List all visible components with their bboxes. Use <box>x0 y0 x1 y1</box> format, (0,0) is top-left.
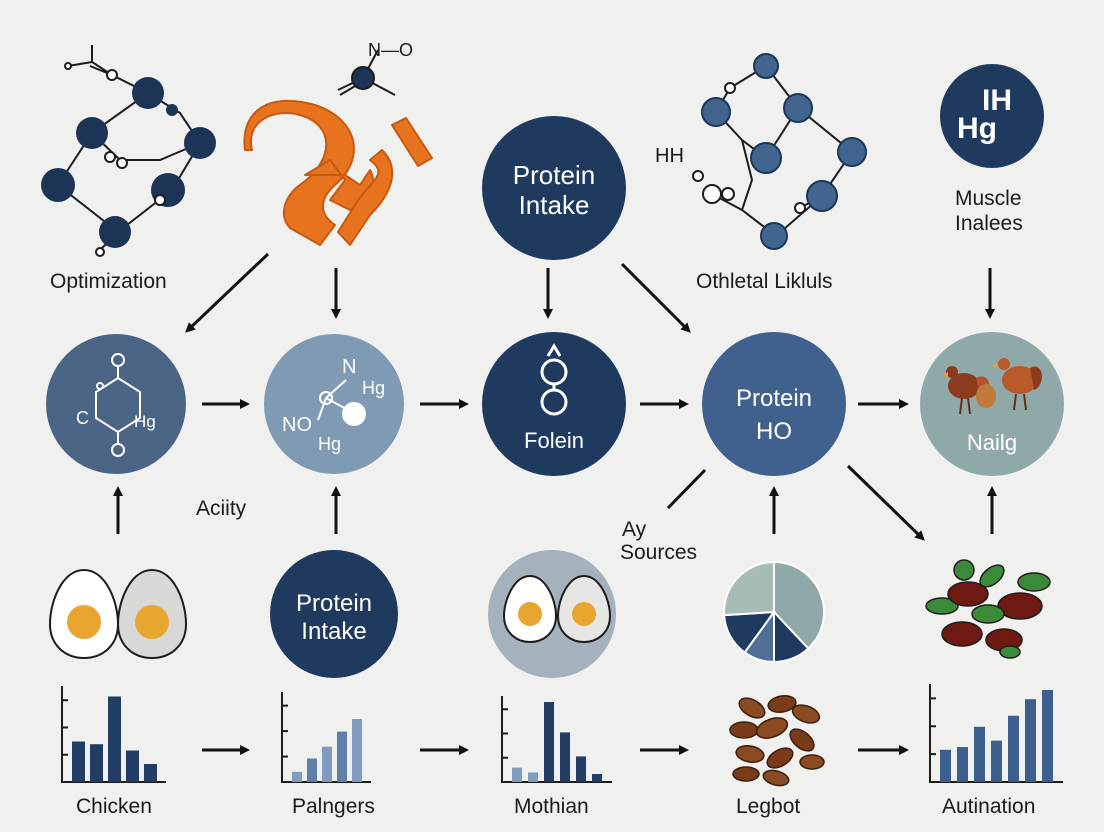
othletal-label: Othletal Likluls <box>696 270 833 293</box>
molecule-icon <box>711 65 854 238</box>
muscle-label-line2: Inalees <box>955 212 1023 235</box>
protein-ho-line2: HO <box>756 418 792 445</box>
hg-badge-top: IH <box>982 84 1012 117</box>
legbot-label: Legbot <box>736 795 801 818</box>
egg-icon <box>502 574 612 644</box>
pie-slice-e <box>723 560 775 617</box>
hexagon-molecule-icon <box>95 353 141 457</box>
mol-mid-hg1: Hg <box>362 378 386 398</box>
bean-icon <box>729 695 825 787</box>
small-molecule-icon <box>337 49 396 96</box>
mol-left-hg: Hg <box>134 412 156 431</box>
pie-slice-a <box>773 560 825 650</box>
molecule-atom <box>41 168 75 202</box>
bar-palngers-0 <box>292 771 302 782</box>
bar-chicken-2 <box>108 696 121 782</box>
bar-autination-3 <box>991 740 1002 782</box>
mol-mid-n: N <box>342 356 357 378</box>
molecule-atom <box>99 216 131 248</box>
molecule-atom <box>184 127 216 159</box>
mothian-label: Mothian <box>514 795 589 818</box>
bar-autination-0 <box>940 749 951 782</box>
turkey-icon <box>942 358 1042 415</box>
ay-label-line1: Ay <box>622 518 647 541</box>
protein-intake-top-line2: Intake <box>518 190 590 220</box>
mol-mid-hg2: Hg <box>318 434 342 454</box>
orange-ribbon-icon <box>243 99 433 246</box>
protein-intake-bottom-circle <box>270 550 398 678</box>
folein-label: Folein <box>524 428 584 453</box>
bar-palngers-4 <box>352 719 362 782</box>
mol-mid-no: NO <box>282 414 312 436</box>
arrow-icon <box>113 252 997 755</box>
nailg-label: Nailg <box>966 430 1018 455</box>
bar-autination-4 <box>1008 715 1019 782</box>
flask-icon <box>540 343 568 416</box>
bar-palngers-1 <box>307 758 317 782</box>
bar-mothian-0 <box>512 767 522 782</box>
hg-badge-circle <box>940 64 1044 168</box>
molecule-atom <box>132 77 164 109</box>
protein-intake-top-line1: Protein <box>512 160 596 190</box>
ay-label-line2: Sources <box>620 541 698 564</box>
optimization-label: Optimization <box>50 270 167 293</box>
egg-icon <box>48 568 188 660</box>
bar-mothian-4 <box>576 756 586 782</box>
protein-intake-bottom-line1: Protein <box>295 590 373 617</box>
bar-chicken-1 <box>90 744 103 782</box>
molecule-atom <box>166 104 178 116</box>
bar-chart-axis <box>501 696 612 783</box>
bar-charts <box>61 684 1063 783</box>
bar-chicken-0 <box>72 741 85 782</box>
protein-intake-top-circle <box>482 116 626 260</box>
hg-badge-bottom: Hg <box>957 112 997 145</box>
n-o-label: N—O <box>368 40 413 60</box>
bar-palngers-3 <box>337 731 347 782</box>
muscle-label-line1: Muscle <box>955 187 1022 210</box>
bar-autination-5 <box>1025 699 1036 782</box>
protein-intake-bottom-line2: Intake <box>301 618 367 645</box>
protein-ho-circle <box>702 332 846 476</box>
acity-label: Aciity <box>196 497 247 520</box>
bar-mothian-1 <box>528 772 538 782</box>
molecule-atom <box>76 117 108 149</box>
bar-autination-2 <box>974 726 985 782</box>
protein-ho-line1: Protein <box>735 385 813 412</box>
bar-chicken-4 <box>144 764 157 782</box>
hh-label: HH <box>655 145 684 167</box>
folein-circle <box>482 332 626 476</box>
bar-mothian-2 <box>544 702 554 782</box>
no-molecule-icon <box>317 379 366 426</box>
bar-autination-6 <box>1042 690 1053 782</box>
molecule-circle-left <box>46 334 186 474</box>
molecule-icon <box>56 45 202 251</box>
mol-left-c: C <box>76 408 89 428</box>
pie-icon <box>723 560 825 664</box>
autination-label: Autination <box>942 795 1036 818</box>
bar-chicken-3 <box>126 750 139 782</box>
chicken-label: Chicken <box>76 795 152 818</box>
bar-mothian-3 <box>560 732 570 782</box>
palngers-label: Palngers <box>292 795 375 818</box>
bean-icon <box>925 559 1051 659</box>
bar-mothian-5 <box>592 774 602 782</box>
bar-palngers-2 <box>322 746 332 782</box>
molecule-circle-mid <box>264 334 404 474</box>
bar-autination-1 <box>957 747 968 782</box>
